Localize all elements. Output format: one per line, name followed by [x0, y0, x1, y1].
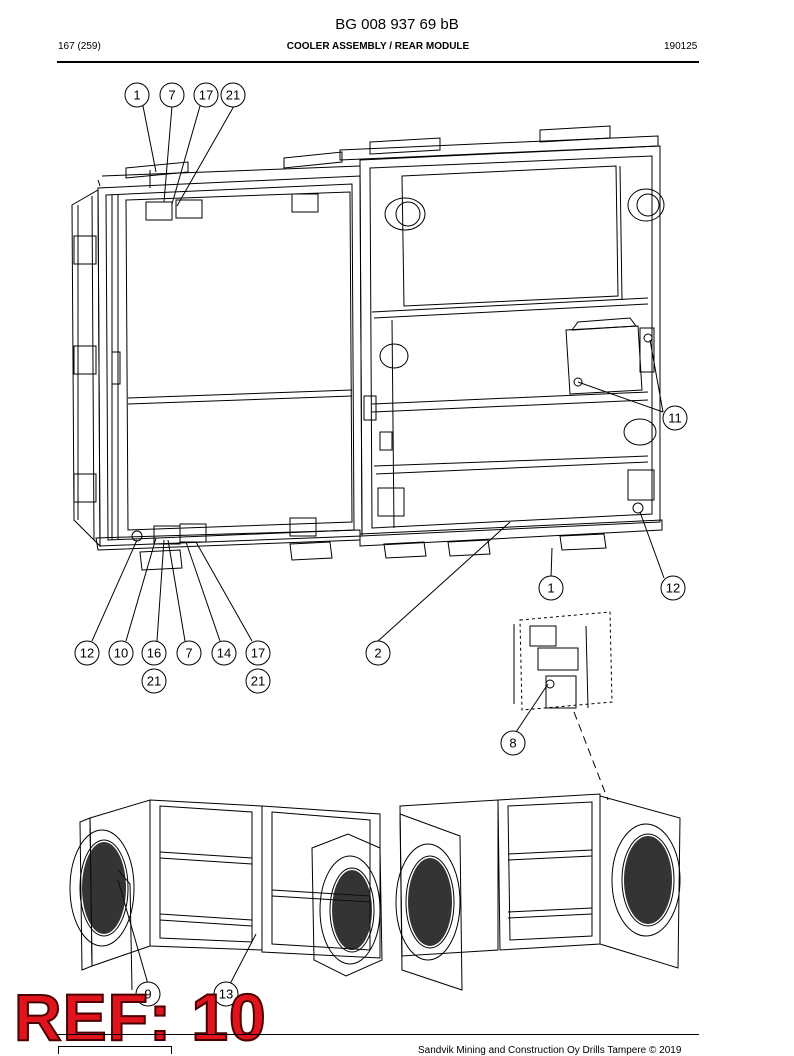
- detail-inset: [513, 611, 613, 801]
- lower-left-view: [69, 799, 383, 991]
- document-code: 190125: [664, 41, 698, 52]
- callout-label: 12: [666, 581, 680, 596]
- callout-circle: [211, 640, 237, 666]
- document-id: BG 008 937 69 bB: [335, 16, 459, 33]
- callout-label: 16: [147, 646, 161, 661]
- callout-label: 14: [217, 646, 231, 661]
- callout-circle: [141, 668, 167, 694]
- callout-circle: [365, 640, 391, 666]
- callout-circle: [220, 82, 246, 108]
- callout-label: 1: [547, 581, 554, 596]
- callout-circle: [245, 640, 271, 666]
- callout-label: 21: [147, 674, 161, 689]
- right-cooler-frame: [339, 125, 665, 559]
- callout-circle: [141, 640, 167, 666]
- callout-label: 13: [219, 987, 233, 1002]
- callout-label: 2: [374, 646, 381, 661]
- callout-circle: [159, 82, 185, 108]
- callout-label: 9: [144, 987, 151, 1002]
- left-cooler-frame: [71, 151, 363, 571]
- callout-circle: [660, 575, 686, 601]
- callout-circle: [193, 82, 219, 108]
- leader-lines-upper: [91, 105, 665, 642]
- callout-circle: [500, 730, 526, 756]
- callout-circle: [124, 82, 150, 108]
- callout-circle: [662, 405, 688, 431]
- callout-label: 11: [668, 411, 682, 426]
- callout-circle: [245, 668, 271, 694]
- callout-label: 21: [251, 674, 265, 689]
- callout-label: 12: [80, 646, 94, 661]
- ref-stamp: REF: 10: [13, 980, 267, 1054]
- callout-label: 8: [509, 736, 516, 751]
- footer-copyright: Sandvik Mining and Construction Oy Drill…: [418, 1045, 682, 1056]
- callout-circle: [108, 640, 134, 666]
- footer-rule: [57, 1034, 699, 1035]
- callout-label: 7: [168, 88, 175, 103]
- header-rule: [57, 61, 699, 63]
- fan-blades: [82, 836, 672, 950]
- callout-label: 17: [251, 646, 265, 661]
- callout-label: 10: [114, 646, 128, 661]
- callout-circle: [176, 640, 202, 666]
- callout-label: 21: [226, 88, 240, 103]
- callout-circle: [74, 640, 100, 666]
- callout-label: 1: [133, 88, 140, 103]
- sandvik-logo: [58, 1046, 172, 1054]
- callout-circle: [135, 981, 161, 1007]
- page-number: 167 (259): [58, 41, 101, 52]
- callout-label: 17: [199, 88, 213, 103]
- callout-circle: [213, 981, 239, 1007]
- callout-circle: [538, 575, 564, 601]
- page-title: COOLER ASSEMBLY / REAR MODULE: [286, 41, 470, 52]
- callout-label: 7: [185, 646, 192, 661]
- lower-right-view: [395, 793, 681, 991]
